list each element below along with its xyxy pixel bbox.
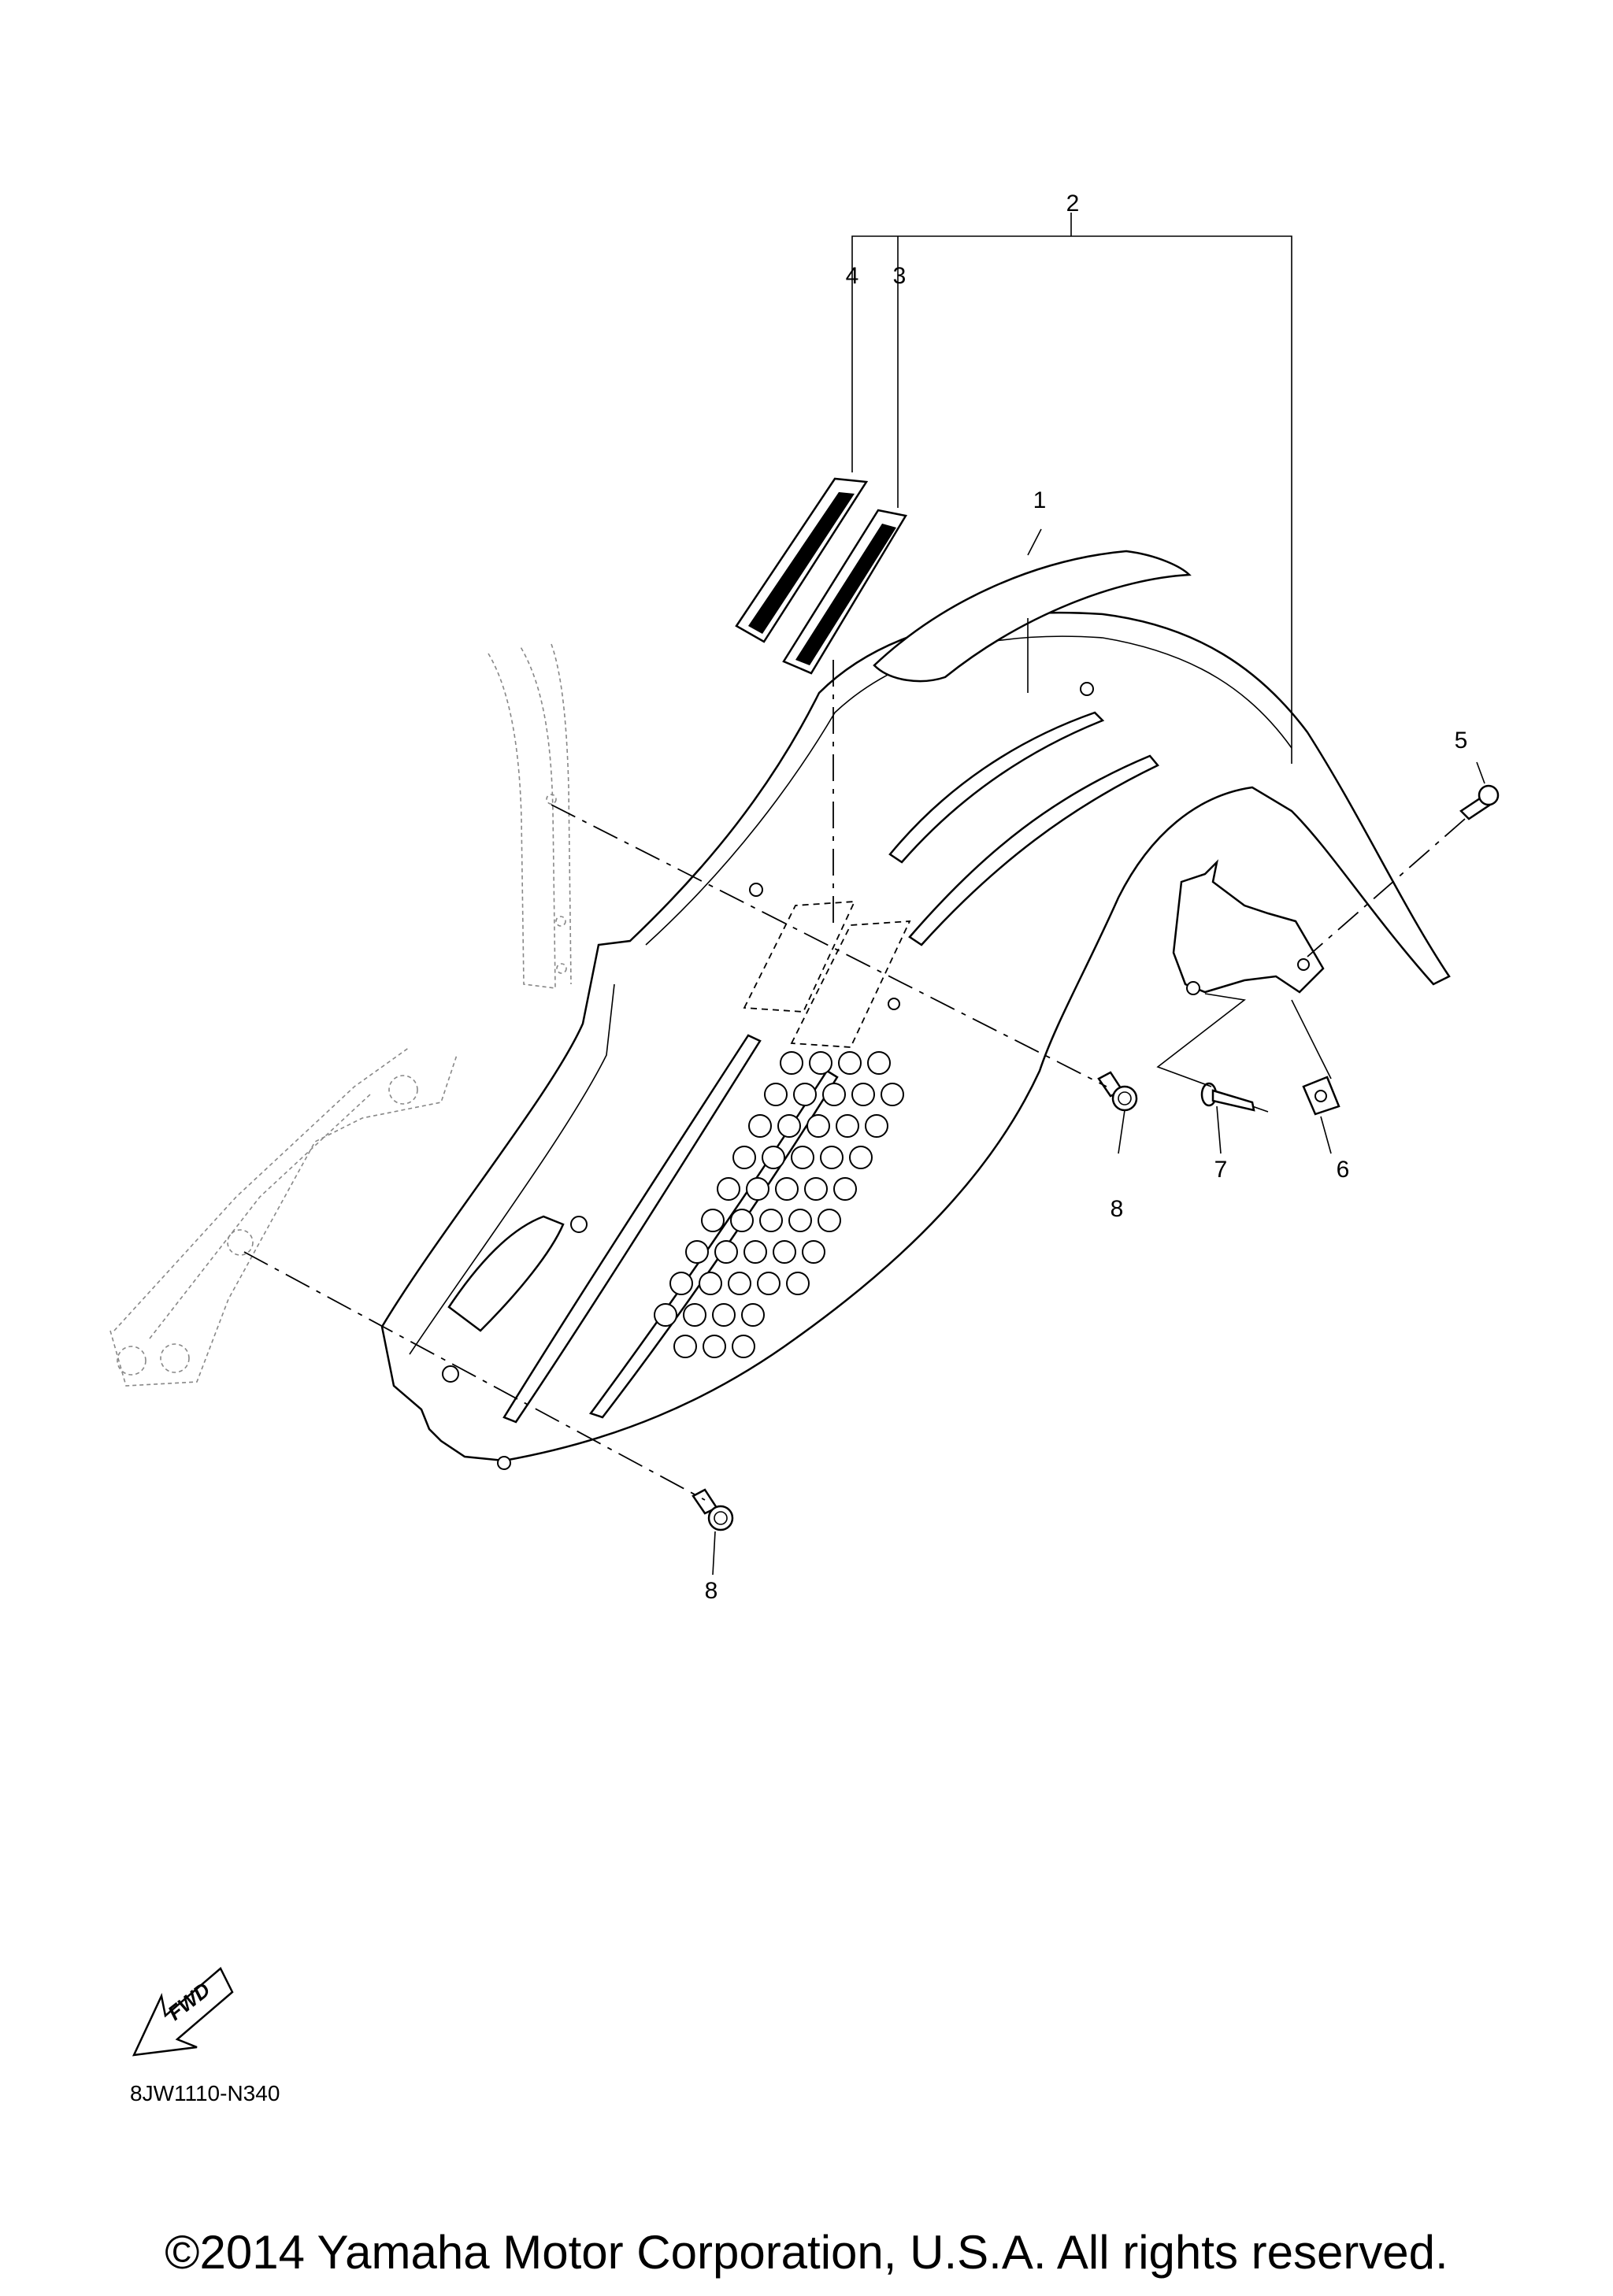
fwd-arrow-icon: FWD <box>132 1967 234 2057</box>
copyright-notice: ©2014 Yamaha Motor Corporation, U.S.A. A… <box>165 2226 1448 2279</box>
rear-fender <box>380 611 1451 1470</box>
vent-hole <box>748 1114 772 1138</box>
vent-hole <box>802 1240 825 1264</box>
vent-hole <box>786 1272 810 1295</box>
vent-hole <box>701 1209 725 1232</box>
vent-hole <box>757 1272 781 1295</box>
vent-hole <box>849 1146 873 1169</box>
part-1-fender-trim <box>873 528 1192 693</box>
vent-hole <box>780 1051 803 1075</box>
vent-hole <box>743 1240 767 1264</box>
callout-1: 1 <box>1033 487 1047 513</box>
frame-rail-ghost <box>488 643 572 989</box>
vent-hole <box>804 1177 828 1201</box>
vent-hole <box>818 1209 841 1232</box>
vent-hole <box>685 1240 709 1264</box>
vent-hole <box>777 1114 801 1138</box>
diagram-code: 8JW1110-N340 <box>130 2081 280 2105</box>
leader-lines <box>712 213 1485 1576</box>
vent-hole <box>775 1177 799 1201</box>
callout-8-lower: 8 <box>705 1578 718 1604</box>
vent-hole <box>764 1083 788 1106</box>
callout-7: 7 <box>1214 1157 1228 1183</box>
vent-hole <box>809 1051 832 1075</box>
vent-hole <box>741 1303 765 1327</box>
part-5-screw <box>1459 784 1500 820</box>
callout-3: 3 <box>893 263 907 289</box>
vent-hole <box>851 1083 875 1106</box>
vent-hole-grid <box>654 1051 904 1358</box>
callout-6: 6 <box>1337 1157 1350 1183</box>
vent-hole <box>673 1335 697 1358</box>
part-4-warning-label <box>735 477 869 643</box>
vent-hole <box>683 1303 706 1327</box>
vent-hole <box>654 1303 677 1327</box>
vent-hole <box>867 1051 891 1075</box>
vent-hole <box>717 1177 740 1201</box>
part-7-push-rivet <box>1200 1082 1269 1113</box>
part-6-nut-clip <box>1302 1076 1340 1116</box>
callout-2: 2 <box>1066 191 1080 217</box>
callout-4: 4 <box>846 263 859 289</box>
vent-hole <box>806 1114 830 1138</box>
alignment-lines <box>243 660 1466 1501</box>
vent-hole <box>703 1335 726 1358</box>
callout-5: 5 <box>1455 728 1468 754</box>
vent-hole <box>838 1051 862 1075</box>
callout-8-upper: 8 <box>1111 1196 1124 1222</box>
vent-hole <box>833 1177 857 1201</box>
vent-hole <box>822 1083 846 1106</box>
vent-hole <box>746 1177 769 1201</box>
vent-hole <box>791 1146 814 1169</box>
vent-hole <box>881 1083 904 1106</box>
vent-hole <box>759 1209 783 1232</box>
part-3-warning-label <box>782 509 907 675</box>
vent-hole <box>820 1146 844 1169</box>
vent-hole <box>699 1272 722 1295</box>
part-8-bolt-upper <box>1097 1071 1138 1112</box>
vent-hole <box>762 1146 785 1169</box>
label-location-outline <box>743 901 911 1048</box>
vent-hole <box>773 1240 796 1264</box>
vent-hole <box>836 1114 859 1138</box>
vent-hole <box>793 1083 817 1106</box>
part-8-bolt-lower <box>692 1488 734 1531</box>
vent-hole <box>728 1272 751 1295</box>
vent-hole <box>732 1146 756 1169</box>
vent-hole <box>669 1272 693 1295</box>
vent-hole <box>732 1335 755 1358</box>
swingarm-ghost <box>109 1046 458 1387</box>
vent-hole <box>865 1114 888 1138</box>
vent-hole <box>714 1240 738 1264</box>
vent-hole <box>730 1209 754 1232</box>
vent-hole <box>788 1209 812 1232</box>
vent-hole <box>712 1303 736 1327</box>
